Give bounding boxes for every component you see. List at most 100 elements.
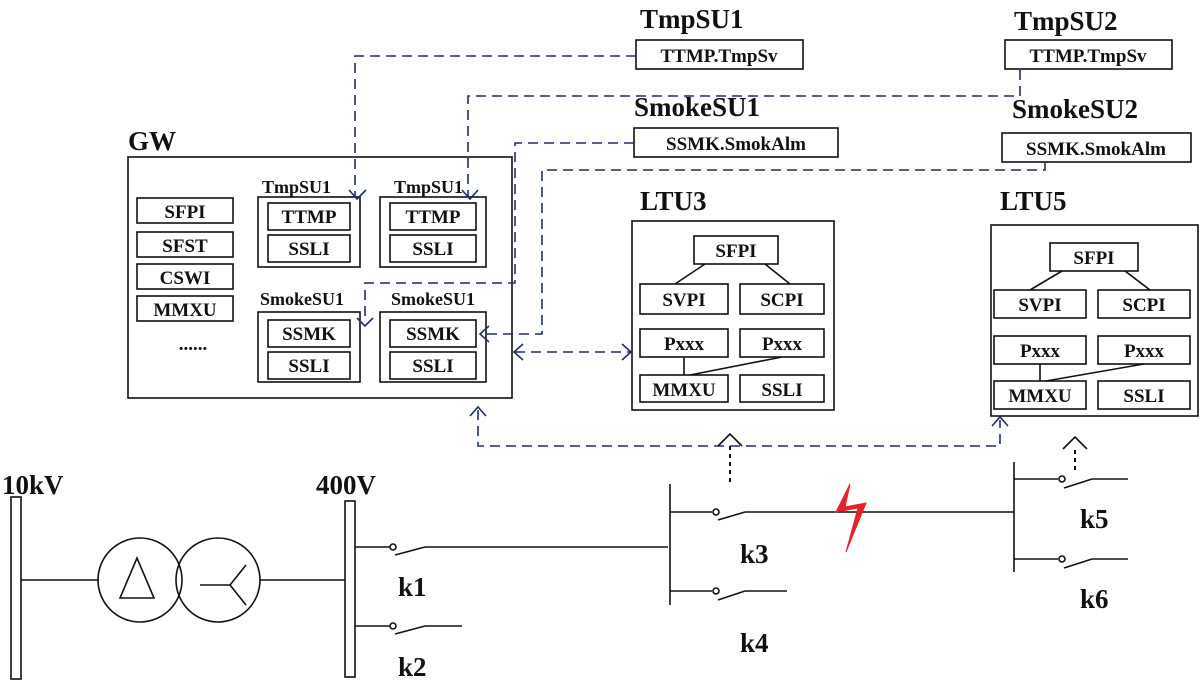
smokesu2-comm-link	[481, 162, 1046, 335]
k3-label: k3	[740, 539, 769, 569]
ltu5-mmxu-label: MMXU	[1008, 386, 1072, 407]
k1-label: k1	[398, 572, 427, 602]
gw-group-bottom-label: SSLI	[412, 356, 453, 377]
gw-ellipsis: ......	[179, 334, 208, 355]
wye-icon	[229, 584, 247, 606]
wye-icon	[229, 564, 247, 586]
gw-group-top-label: SSMK	[282, 324, 336, 345]
ltu5-link	[1029, 270, 1063, 291]
gw-node-label: CSWI	[160, 268, 211, 289]
smokesu1-device-label: SSMK.SmokAlm	[666, 134, 806, 155]
ltu5-sfpi-label: SFPI	[1073, 248, 1114, 269]
gw-group-top-box	[389, 202, 477, 231]
tmpsu2-device-box	[1004, 39, 1173, 70]
ltu5-pxxx-label: Pxxx	[1124, 341, 1165, 362]
k2-switch	[394, 625, 426, 635]
gw-group-top-box	[267, 202, 351, 231]
ltu5-ssli-box	[1097, 380, 1191, 410]
arrow-icon	[356, 317, 374, 328]
gw-group-title: SmokeSU1	[391, 289, 475, 309]
arrow-icon	[1062, 435, 1088, 450]
ltu3-scpi-label: SCPI	[760, 290, 803, 311]
bus-10kv-label: 10kV	[2, 470, 64, 500]
arrow-icon	[717, 432, 743, 447]
gw-group-top-label: TTMP	[406, 207, 461, 228]
gw-group-bottom-box	[389, 234, 477, 263]
k6-label: k6	[1080, 584, 1109, 614]
ltu3-title: LTU3	[640, 186, 707, 216]
ltu3-mmxu-box	[639, 374, 729, 403]
arrow-icon	[512, 343, 524, 361]
bus-10kv	[10, 496, 22, 680]
ltu5-svpi-box	[993, 289, 1087, 319]
gw-group-bottom-label: SSLI	[288, 239, 329, 260]
arrow-icon	[348, 189, 367, 201]
k5-switch	[1063, 478, 1093, 489]
arrow-icon	[621, 343, 633, 361]
gw-group-top-label: TTMP	[282, 207, 337, 228]
smokesu2-device-label: SSMK.SmokAlm	[1026, 139, 1166, 160]
gw-node-box	[136, 295, 234, 322]
gw-node-label: MMXU	[153, 300, 217, 321]
gw-group-box	[379, 196, 487, 268]
bus-400v-label: 400V	[316, 470, 377, 500]
ltu5-link	[1045, 363, 1145, 382]
smokesu1-comm-link	[364, 142, 634, 316]
fault-lightning-icon	[835, 483, 867, 553]
smokesu2-device-box	[1001, 132, 1192, 163]
ltu3-sfpi-box	[693, 235, 779, 265]
ltu5-scpi-label: SCPI	[1122, 295, 1165, 316]
k6-switch-contact	[1058, 555, 1066, 563]
delta-icon	[118, 555, 156, 599]
arrow-icon	[461, 189, 479, 201]
gw-group-bottom-box	[267, 351, 351, 380]
k1-switch	[394, 546, 426, 556]
ltu5-svpi-label: SVPI	[1018, 295, 1061, 316]
gw-node-box	[136, 231, 234, 258]
gw-group-title: TmpSU1	[394, 177, 463, 197]
k3-switch	[717, 511, 746, 521]
ltu3-mmxu-label: MMXU	[652, 380, 716, 401]
k1-switch-contact	[389, 543, 397, 551]
k2-switch-contact	[389, 622, 397, 630]
k6-switch	[1063, 558, 1093, 569]
arrow-icon	[469, 405, 487, 417]
transformer-secondary-winding	[175, 537, 261, 623]
transformer-primary-winding	[97, 537, 183, 623]
k4-label: k4	[740, 628, 769, 658]
tmpsu1-device-box	[635, 39, 804, 70]
ltu3-link	[674, 263, 706, 285]
ltu5-link	[1124, 270, 1151, 291]
gw-group-title: SmokeSU1	[260, 289, 344, 309]
gw-group-box	[257, 311, 361, 383]
smokesu1-title: SmokeSU1	[634, 92, 760, 122]
ltu3-link	[689, 356, 783, 376]
ltu3-link	[764, 263, 791, 285]
gw-group-top-label: SSMK	[406, 324, 460, 345]
gw-node-box	[136, 197, 234, 224]
gw-group-bottom-label: SSLI	[288, 356, 329, 377]
ltu5-sfpi-box	[1049, 242, 1139, 272]
k5-switch-contact	[1058, 475, 1066, 483]
tmpsu2-comm-link	[467, 70, 1021, 197]
ltu3-pxxx-label: Pxxx	[762, 334, 803, 355]
tmpsu2-title: TmpSU2	[1014, 6, 1118, 36]
gw-group-top-box	[389, 319, 477, 348]
gw-group-bottom-box	[389, 351, 477, 380]
ltu3-ssli-label: SSLI	[761, 380, 802, 401]
ltu3-svpi-label: SVPI	[662, 290, 705, 311]
arrow-icon	[991, 415, 1009, 427]
ltu3-pxxx-label: Pxxx	[664, 334, 705, 355]
ltu3-svpi-box	[639, 283, 729, 315]
k3-switch-contact	[712, 508, 720, 516]
gw-node-box	[136, 263, 234, 290]
ltu5-pxxx-label: Pxxx	[1020, 341, 1061, 362]
gw-node-label: SFPI	[164, 202, 205, 223]
gw-box	[127, 156, 513, 399]
tmpsu1-title: TmpSU1	[640, 4, 744, 34]
ltu5-scpi-box	[1097, 289, 1191, 319]
tmpsu1-comm-link	[354, 55, 636, 197]
k5-label: k5	[1080, 504, 1109, 534]
smokesu2-title: SmokeSU2	[1012, 94, 1138, 124]
